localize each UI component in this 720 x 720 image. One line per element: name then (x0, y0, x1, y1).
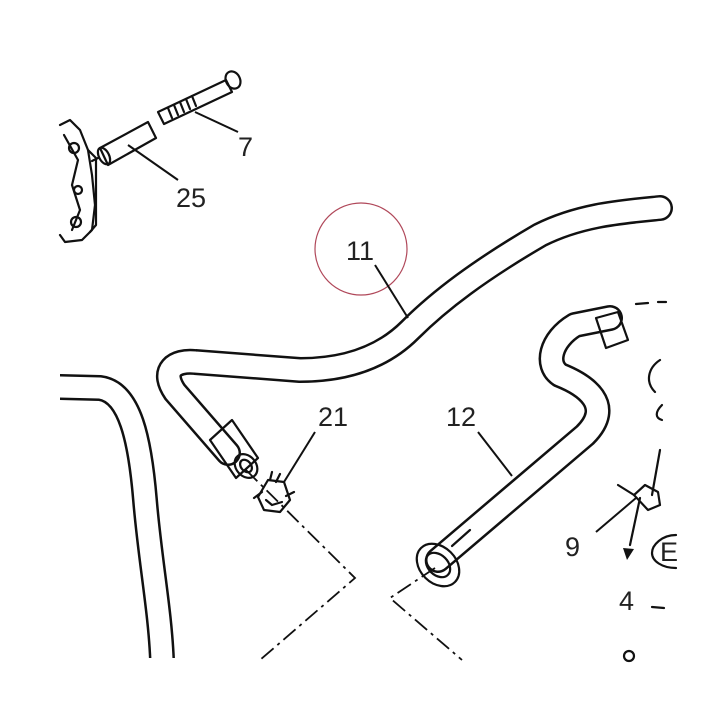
part-label-21: 21 (318, 402, 348, 432)
partial-parts-right (616, 300, 678, 663)
hose-11 (156, 195, 673, 480)
leader-lines (127, 111, 637, 533)
part-label-11: 11 (346, 236, 374, 266)
hose-12 (415, 305, 630, 588)
part-label-25: 25 (176, 183, 206, 213)
part-label-7: 7 (238, 132, 253, 162)
spacer-sleeve (96, 120, 158, 167)
part-label-9: 9 (565, 532, 580, 562)
part-label-4: 4 (619, 586, 634, 616)
part-label-12: 12 (446, 402, 476, 432)
hose-clamp (252, 470, 296, 514)
partial-hose-left (40, 370, 180, 688)
mounting-bracket (58, 118, 98, 244)
part-label-e: E (660, 537, 678, 567)
bolt (90, 70, 242, 163)
center-lines (245, 469, 463, 661)
highlight-circle (314, 202, 408, 296)
